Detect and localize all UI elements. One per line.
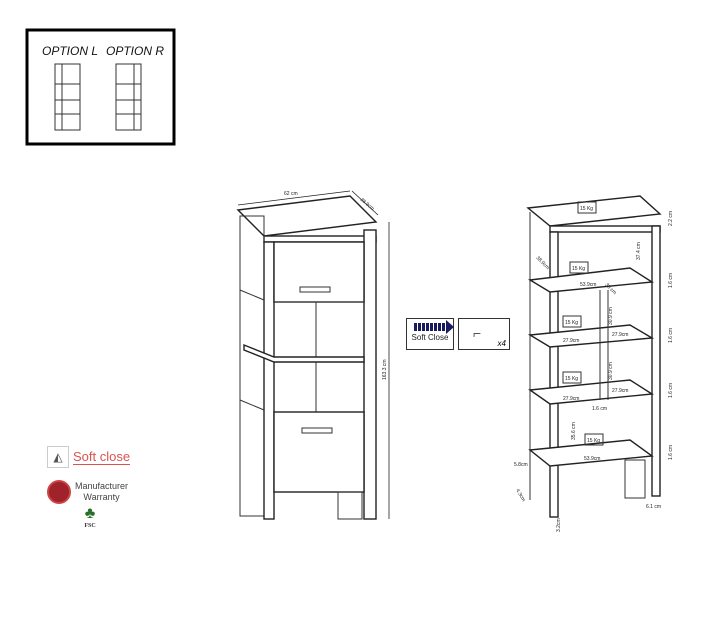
svg-text:35.6 cm: 35.6 cm <box>571 422 577 440</box>
hinge-quantity: x4 <box>497 339 506 348</box>
soft-close-icon: ◭ <box>47 446 69 468</box>
svg-text:27.9cm: 27.9cm <box>612 332 628 338</box>
options-box <box>25 28 176 146</box>
soft-close-badge-label: Soft close <box>73 449 131 465</box>
svg-text:1.6 cm: 1.6 cm <box>668 273 674 288</box>
detail-dimension-labels: 2.2 cm 37.4 cm 1.6 cm 1.6 cm 1.6 cm 1.6 … <box>514 211 674 532</box>
svg-text:27.9cm: 27.9cm <box>612 388 628 394</box>
svg-text:2.2 cm: 2.2 cm <box>668 211 674 226</box>
load-weight-labels: 15 Kg 15 Kg 15 Kg 15 Kg 15 Kg <box>562 201 604 446</box>
svg-text:15 Kg: 15 Kg <box>587 438 600 444</box>
cabinet-front-view <box>236 195 378 520</box>
svg-text:1.6 cm: 1.6 cm <box>668 328 674 343</box>
fsc-label: FSC <box>84 523 96 529</box>
svg-text:30.9 cm: 30.9 cm <box>608 362 614 380</box>
svg-text:38.9cm: 38.9cm <box>535 255 551 271</box>
soft-close-mechanism-box: Soft Close <box>406 318 454 350</box>
hinge-icon: ⌐ <box>473 325 482 341</box>
soft-close-box-label: Soft Close <box>411 333 449 342</box>
warranty-seal-icon <box>47 480 71 504</box>
option-r-thumbnail <box>115 63 142 131</box>
svg-text:4.3cm: 4.3cm <box>514 488 526 503</box>
svg-text:27.9cm: 27.9cm <box>563 338 579 344</box>
arrow-icon <box>414 320 454 334</box>
svg-text:15 Kg: 15 Kg <box>572 266 585 272</box>
option-r-label: OPTION R <box>106 44 164 58</box>
svg-text:6.1 cm: 6.1 cm <box>646 504 661 510</box>
svg-text:15 Kg: 15 Kg <box>565 376 578 382</box>
svg-text:15 Kg: 15 Kg <box>580 206 593 212</box>
cabinet-detail-view <box>526 195 662 518</box>
option-l-thumbnail <box>54 63 81 131</box>
tree-icon: ♣ <box>84 505 96 522</box>
svg-text:5.8cm: 5.8cm <box>514 462 528 468</box>
option-l-label: OPTION L <box>42 44 98 58</box>
svg-text:1.6 cm: 1.6 cm <box>592 406 607 412</box>
svg-text:1.6 cm: 1.6 cm <box>668 383 674 398</box>
hinge-box: ⌐ x4 <box>458 318 510 350</box>
svg-text:53.9cm: 53.9cm <box>584 456 600 462</box>
svg-text:15 Kg: 15 Kg <box>565 320 578 326</box>
svg-text:1.6 cm: 1.6 cm <box>668 445 674 460</box>
front-width-label: 62 cm <box>284 191 298 197</box>
warranty-line2: Warranty <box>83 492 120 502</box>
warranty-line1: Manufacturer <box>75 481 129 491</box>
svg-text:30.9 cm: 30.9 cm <box>608 307 614 325</box>
front-height-label: 163.3 cm <box>382 359 388 380</box>
svg-text:37.4 cm: 37.4 cm <box>636 242 642 260</box>
svg-text:27.9cm: 27.9cm <box>563 396 579 402</box>
svg-text:3.2cm: 3.2cm <box>556 518 562 532</box>
soft-close-badge: ◭ Soft close <box>47 446 131 468</box>
svg-text:53.9cm: 53.9cm <box>580 282 596 288</box>
fsc-badge: ♣ FSC <box>78 505 102 529</box>
